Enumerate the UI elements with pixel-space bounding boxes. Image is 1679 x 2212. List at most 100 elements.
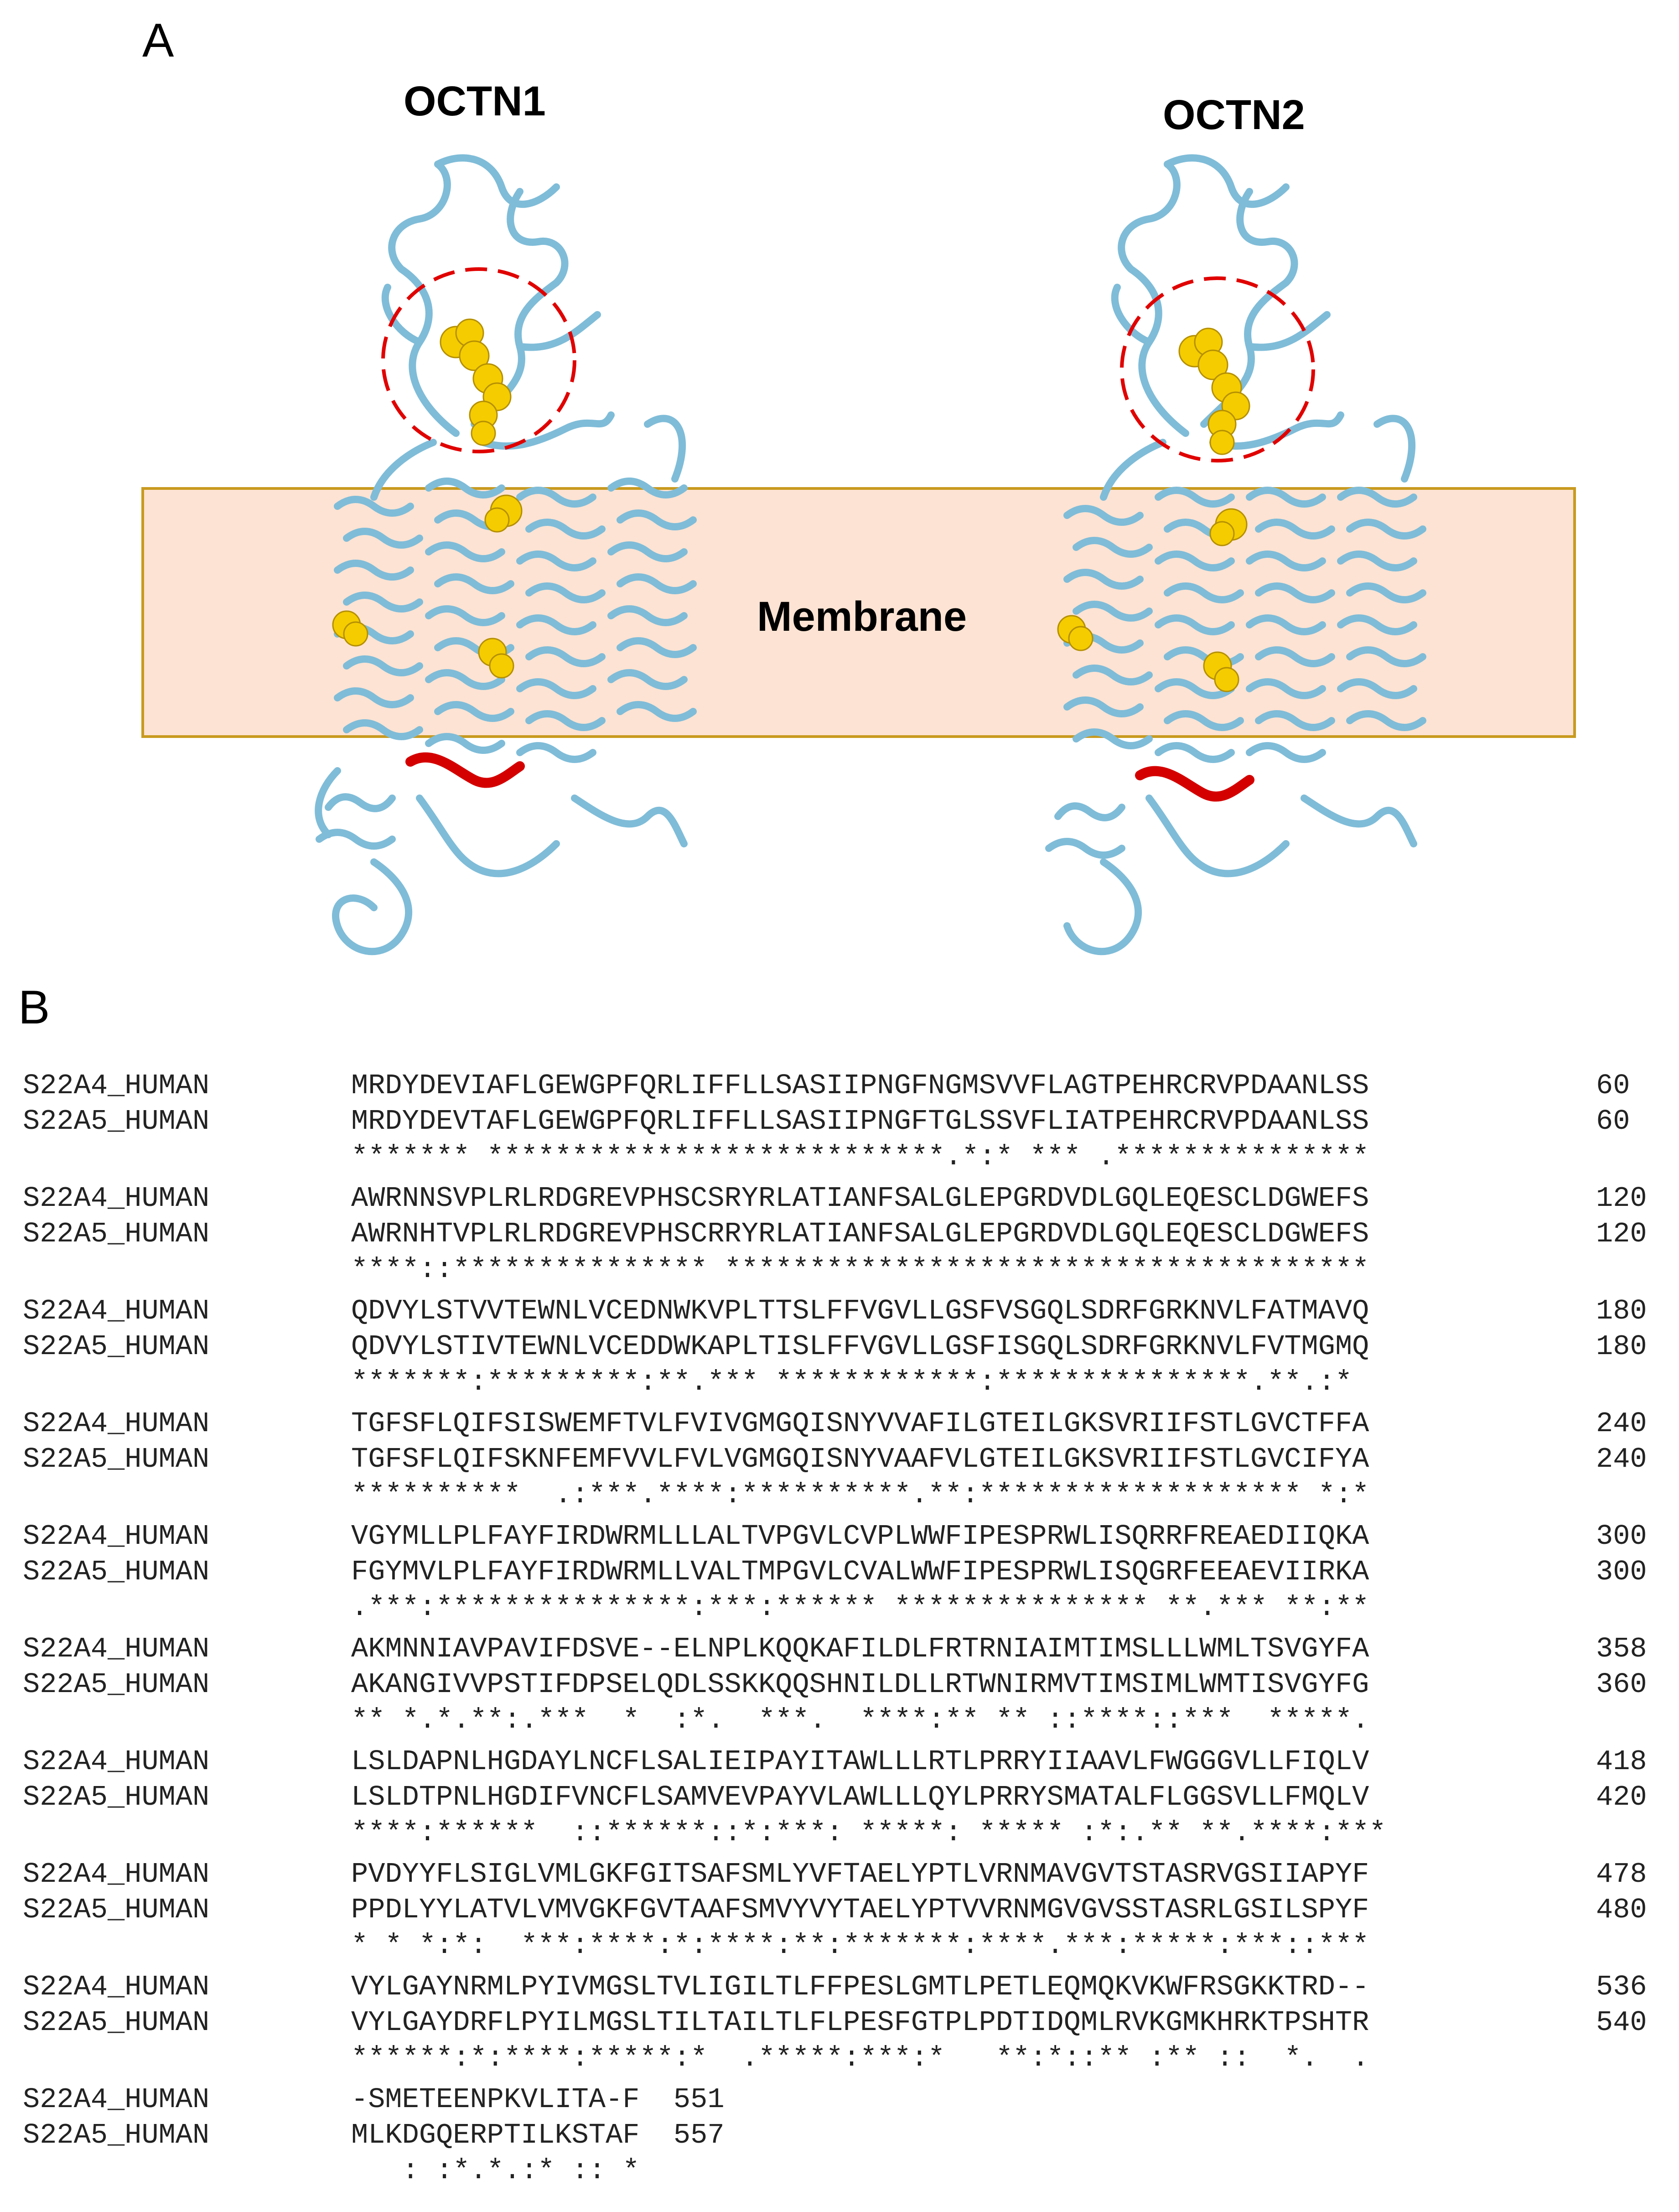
- residue-position: 180: [1596, 1330, 1647, 1363]
- sequence-residues: AKMNNIAVPAVIFDSVE--ELNPLKQQKAFILDLFRTRNI…: [351, 1633, 1369, 1665]
- sequence-residues: TGFSFLQIFSKNFEMFVVLFVLVGMGQISNYVAAFVLGTE…: [351, 1443, 1369, 1475]
- alignment-consensus-row: ****::*************** ******************…: [0, 1253, 1679, 1290]
- alignment-row-s22a5: S22A5_HUMAN AWRNHTVPLRLRDGREVPHSCRRYRLATI…: [0, 1218, 1679, 1254]
- alignment-row-s22a4: S22A4_HUMAN PVDYYFLSIGLVMLGKFGITSAFSMLYVF…: [0, 1858, 1679, 1895]
- octn1-protein-structure: [315, 154, 697, 955]
- sequence-name: S22A4_HUMAN: [23, 1858, 210, 1890]
- residue-position: 240: [1596, 1407, 1647, 1440]
- alignment-row-s22a5: S22A5_HUMAN QDVYLSTIVTEWNLVCEDDWKAPLTISLF…: [0, 1330, 1679, 1367]
- sequence-residues: AWRNNSVPLRLRDGREVPHSCSRYRLATIANFSALGLEPG…: [351, 1182, 1369, 1215]
- sequence-residues: MRDYDEVTAFLGEWGPFQRLIFFLLSASIIPNGFTGLSSV…: [351, 1105, 1369, 1137]
- residue-position: 358: [1596, 1633, 1647, 1665]
- sequence-residues: PPDLYYLATVLVMVGKFGVTAAFSMVYVYTAELYPTVVRN…: [351, 1894, 1369, 1926]
- residue-position: 418: [1596, 1745, 1647, 1778]
- sequence-residues: QDVYLSTVVTEWNLVCEDNWKVPLTTSLFFVGVLLGSFVS…: [351, 1295, 1369, 1327]
- sequence-residues: LSLDAPNLHGDAYLNCFLSALIEIPAYITAWLLLRTLPRR…: [351, 1745, 1369, 1778]
- alignment-row-s22a4: S22A4_HUMAN QDVYLSTVVTEWNLVCEDNWKVPLTTSLF…: [0, 1295, 1679, 1331]
- membrane-label: Membrane: [757, 593, 967, 640]
- sequence-residues: VGYMLLPLFAYFIRDWRMLLLALTVPGVLCVPLWWFIPES…: [351, 1520, 1369, 1553]
- sequence-residues: MLKDGQERPTILKSTAF 557: [351, 2119, 725, 2151]
- alignment-row-s22a4: S22A4_HUMAN VYLGAYNRMLPYIVMGSLTVLIGILTLFF…: [0, 1971, 1679, 2007]
- sequence-name: S22A5_HUMAN: [23, 1330, 210, 1363]
- alignment-consensus-row: ** *.*.**:.*** * :*. ***. ****:** ** ::*…: [0, 1704, 1679, 1740]
- alignment-row-s22a5: S22A5_HUMAN TGFSFLQIFSKNFEMFVVLFVLVGMGQIS…: [0, 1443, 1679, 1480]
- sequence-name: S22A4_HUMAN: [23, 2083, 210, 2116]
- residue-position: 540: [1596, 2006, 1647, 2039]
- conservation-symbols: : :*.*.:* :: *: [351, 2155, 640, 2187]
- alignment-consensus-row: ******* ***************************.*:* …: [0, 1141, 1679, 1177]
- alignment-consensus-row: ****:****** ::******::*:***: *****: ****…: [0, 1817, 1679, 1853]
- alignment-row-s22a4: S22A4_HUMAN VGYMLLPLFAYFIRDWRMLLLALTVPGVL…: [0, 1520, 1679, 1557]
- sequence-residues: VYLGAYNRMLPYIVMGSLTVLIGILTLFFPESLGMTLPET…: [351, 1971, 1369, 2003]
- alignment-row-s22a5: S22A5_HUMAN PPDLYYLATVLVMVGKFGVTAAFSMVYVY…: [0, 1894, 1679, 1930]
- conservation-symbols: * * *:*: ***:****:*:****:**:*******:****…: [351, 1929, 1369, 1962]
- membrane-region: [141, 487, 1576, 738]
- residue-position: 180: [1596, 1295, 1647, 1327]
- residue-position: 536: [1596, 1971, 1647, 2003]
- conservation-symbols: ****:****** ::******::*:***: *****: ****…: [351, 1817, 1386, 1849]
- sequence-residues: TGFSFLQIFSISWEMFTVLFVIVGMGQISNYVVAFILGTE…: [351, 1407, 1369, 1440]
- sequence-name: S22A4_HUMAN: [23, 1520, 210, 1553]
- residue-position: 120: [1596, 1182, 1647, 1215]
- residue-position: 240: [1596, 1443, 1647, 1475]
- residue-position: 300: [1596, 1556, 1647, 1588]
- sequence-name: S22A4_HUMAN: [23, 1182, 210, 1215]
- sequence-residues: VYLGAYDRFLPYILMGSLTILTAILTLFLPESFGTPLPDT…: [351, 2006, 1369, 2039]
- conservation-symbols: ****::*************** ******************…: [351, 1253, 1369, 1286]
- alignment-consensus-row: *******:*********:**.*** ************:**…: [0, 1366, 1679, 1402]
- alignment-row-s22a4: S22A4_HUMAN TGFSFLQIFSISWEMFTVLFVIVGMGQIS…: [0, 1407, 1679, 1444]
- residue-position: 420: [1596, 1781, 1647, 1813]
- conservation-symbols: ********** .:***.****:**********.**:****…: [351, 1479, 1369, 1511]
- residue-position: 360: [1596, 1668, 1647, 1701]
- alignment-consensus-row: ******:*:****:*****:* .*****:***:* **:*:…: [0, 2042, 1679, 2078]
- sequence-name: S22A4_HUMAN: [23, 1971, 210, 2003]
- sequence-name: S22A4_HUMAN: [23, 1407, 210, 1440]
- sequence-residues: PVDYYFLSIGLVMLGKFGITSAFSMLYVFTAELYPTLVRN…: [351, 1858, 1369, 1890]
- alignment-consensus-row: ********** .:***.****:**********.**:****…: [0, 1479, 1679, 1515]
- sequence-name: S22A5_HUMAN: [23, 1218, 210, 1250]
- structure-title-octn1: OCTN1: [404, 78, 546, 125]
- sequence-residues: LSLDTPNLHGDIFVNCFLSAMVEVPAYVLAWLLLQYLPRR…: [351, 1781, 1369, 1813]
- sequence-name: S22A4_HUMAN: [23, 1295, 210, 1327]
- sequence-name: S22A5_HUMAN: [23, 2119, 210, 2151]
- sequence-residues: QDVYLSTIVTEWNLVCEDDWKAPLTISLFFVGVLLGSFIS…: [351, 1330, 1369, 1363]
- sequence-name: S22A5_HUMAN: [23, 2006, 210, 2039]
- residue-position: 120: [1596, 1218, 1647, 1250]
- sequence-residues: MRDYDEVIAFLGEWGPFQRLIFFLLSASIIPNGFNGMSVV…: [351, 1070, 1369, 1102]
- sequence-name: S22A5_HUMAN: [23, 1556, 210, 1588]
- alignment-row-s22a5: S22A5_HUMAN MLKDGQERPTILKSTAF 557: [0, 2119, 1679, 2155]
- sequence-name: S22A4_HUMAN: [23, 1745, 210, 1778]
- alignment-consensus-row: * * *:*: ***:****:*:****:**:*******:****…: [0, 1929, 1679, 1966]
- conservation-symbols: ******* ***************************.*:* …: [351, 1141, 1369, 1173]
- residue-position: 60: [1596, 1070, 1630, 1102]
- conservation-symbols: *******:*********:**.*** ************:**…: [351, 1366, 1353, 1398]
- sequence-name: S22A5_HUMAN: [23, 1443, 210, 1475]
- alignment-row-s22a5: S22A5_HUMAN LSLDTPNLHGDIFVNCFLSAMVEVPAYVL…: [0, 1781, 1679, 1817]
- sequence-name: S22A5_HUMAN: [23, 1781, 210, 1813]
- sequence-residues: AWRNHTVPLRLRDGREVPHSCRRYRLATIANFSALGLEPG…: [351, 1218, 1369, 1250]
- structure-title-octn2: OCTN2: [1163, 92, 1305, 138]
- alignment-row-s22a4: S22A4_HUMAN LSLDAPNLHGDAYLNCFLSALIEIPAYIT…: [0, 1745, 1679, 1782]
- alignment-consensus-row: .***:***************:***:****** ********…: [0, 1591, 1679, 1628]
- panel-b-label: B: [18, 981, 50, 1034]
- alignment-row-s22a5: S22A5_HUMAN VYLGAYDRFLPYILMGSLTILTAILTLFL…: [0, 2006, 1679, 2043]
- sequence-residues: AKANGIVVPSTIFDPSELQDLSSKKQQSHNILDLLRTWNI…: [351, 1668, 1369, 1701]
- sequence-name: S22A5_HUMAN: [23, 1668, 210, 1701]
- alignment-row-s22a4: S22A4_HUMAN AKMNNIAVPAVIFDSVE--ELNPLKQQKA…: [0, 1633, 1679, 1669]
- residue-position: 478: [1596, 1858, 1647, 1890]
- panel-a-label: A: [142, 14, 174, 67]
- sequence-residues: -SMETEENPKVLITA-F 551: [351, 2083, 725, 2116]
- residue-position: 60: [1596, 1105, 1630, 1137]
- conservation-symbols: .***:***************:***:****** ********…: [351, 1591, 1369, 1624]
- alignment-row-s22a4: S22A4_HUMAN AWRNNSVPLRLRDGREVPHSCSRYRLATI…: [0, 1182, 1679, 1219]
- residue-position: 300: [1596, 1520, 1647, 1553]
- alignment-row-s22a4: S22A4_HUMAN -SMETEENPKVLITA-F 551: [0, 2083, 1679, 2120]
- conservation-symbols: ** *.*.**:.*** * :*. ***. ****:** ** ::*…: [351, 1704, 1369, 1736]
- sequence-name: S22A5_HUMAN: [23, 1894, 210, 1926]
- octn2-protein-structure: [1045, 154, 1426, 955]
- alignment-consensus-row: : :*.*.:* :: *: [0, 2155, 1679, 2191]
- sequence-name: S22A4_HUMAN: [23, 1633, 210, 1665]
